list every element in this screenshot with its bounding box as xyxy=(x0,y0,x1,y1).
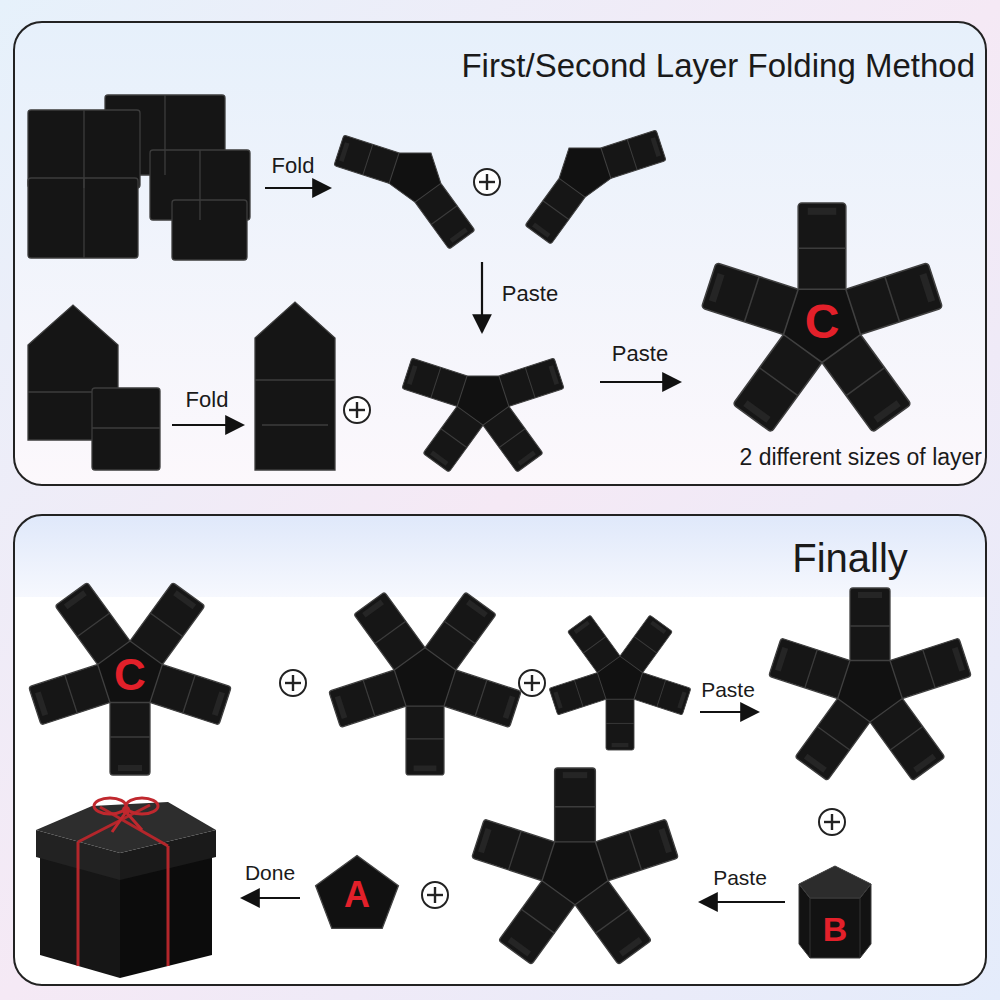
fold-arrow xyxy=(172,424,243,426)
step-label: Paste xyxy=(713,866,767,889)
done-arrow xyxy=(242,897,300,899)
plus-symbol xyxy=(819,809,845,835)
step-label: Paste xyxy=(701,678,755,701)
part-letter: C xyxy=(805,298,840,346)
part-letter: A xyxy=(344,877,370,913)
fold-arrow xyxy=(265,187,330,189)
paste-arrow xyxy=(600,381,680,383)
folded-piece xyxy=(255,302,335,470)
stacked-star xyxy=(769,588,972,781)
panel-heading: First/Second Layer Folding Method xyxy=(461,48,975,84)
layer-star: C xyxy=(25,570,235,780)
folded-piece xyxy=(525,130,666,244)
plus-symbol xyxy=(474,169,500,195)
bottom-panel xyxy=(14,515,986,985)
pasted-piece xyxy=(402,358,564,472)
paste-arrow xyxy=(700,901,785,903)
plus-symbol xyxy=(422,882,448,908)
bottom-panel-border xyxy=(14,515,986,985)
layer-star xyxy=(525,582,719,774)
layer-star: C xyxy=(697,197,947,447)
folded-piece xyxy=(334,135,475,249)
plus-symbol xyxy=(519,670,545,696)
top-panel xyxy=(14,22,986,485)
flat-sheets xyxy=(28,305,160,470)
gift-box xyxy=(36,798,216,978)
step-label: Paste xyxy=(502,282,558,306)
panel-heading: Finally xyxy=(792,536,908,580)
step-label: Paste xyxy=(612,342,668,366)
step-label: Fold xyxy=(186,388,229,412)
inner-box: B xyxy=(795,862,875,962)
part-letter: B xyxy=(823,912,848,946)
flat-sheets xyxy=(28,95,250,260)
step-label: Fold xyxy=(272,154,315,178)
header-band xyxy=(14,515,986,597)
paste-arrow xyxy=(481,262,483,332)
plus-symbol xyxy=(280,670,306,696)
layer-star xyxy=(295,547,558,808)
plus-symbol xyxy=(344,397,370,423)
part-letter: C xyxy=(114,653,146,697)
step-label: Done xyxy=(245,861,295,884)
paste-arrow xyxy=(700,711,758,713)
lid-pentagon: A xyxy=(312,852,402,932)
step-label: 2 different sizes of layer xyxy=(740,445,982,470)
assembled-star xyxy=(472,768,679,965)
